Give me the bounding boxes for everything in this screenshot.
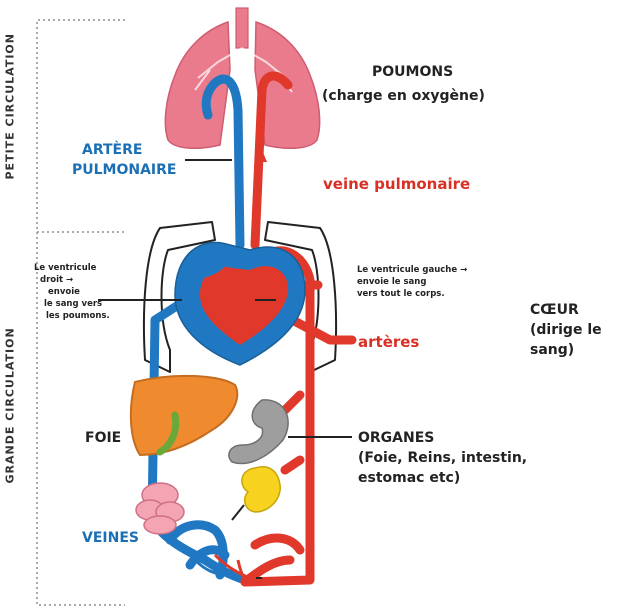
- organes-line: estomac etc): [358, 468, 527, 488]
- ventricule-droit-line: le sang vers: [34, 298, 110, 310]
- label-petite-circulation: PETITE CIRCULATION: [4, 70, 17, 180]
- label-artere-line2: PULMONAIRE: [72, 160, 177, 180]
- liver-icon: [131, 376, 237, 455]
- ventricule-gauche-line: vers tout le corps.: [357, 288, 467, 300]
- stomach-icon: [229, 400, 288, 464]
- heart-icon: [175, 242, 305, 365]
- coeur-line: CŒUR: [530, 300, 602, 320]
- ventricule-droit-line: les poumons.: [34, 310, 110, 322]
- ventricule-gauche-line: envoie le sang: [357, 276, 467, 288]
- organes-line: ORGANES: [358, 428, 527, 448]
- label-artere-line1: ARTÈRE: [82, 140, 142, 160]
- label-veines: VEINES: [82, 528, 139, 548]
- ventricule-gauche-line: Le ventricule gauche →: [357, 264, 467, 276]
- kidney-icon: [242, 467, 280, 512]
- coeur-line: (dirige le: [530, 320, 602, 340]
- ventricule-droit-line: Le ventricule: [34, 262, 110, 274]
- coeur-line: sang): [530, 340, 602, 360]
- label-poumons-title: POUMONS: [372, 62, 453, 82]
- label-ventricule-gauche: Le ventricule gauche → envoie le sang ve…: [357, 264, 467, 300]
- intestine-icon: [136, 483, 184, 534]
- label-arteres: artères: [358, 332, 419, 352]
- organes-line: (Foie, Reins, intestin,: [358, 448, 527, 468]
- label-poumons-sub: (charge en oxygène): [322, 86, 485, 106]
- ventricule-droit-line: droit →: [34, 274, 110, 286]
- label-ventricule-droit: Le ventricule droit → envoie le sang ver…: [34, 262, 110, 322]
- label-organes: ORGANES (Foie, Reins, intestin, estomac …: [358, 428, 527, 488]
- ventricule-droit-line: envoie: [34, 286, 110, 298]
- ureter-line: [232, 505, 244, 520]
- label-coeur: CŒUR (dirige le sang): [530, 300, 602, 360]
- label-grande-circulation: GRANDE CIRCULATION: [4, 350, 17, 484]
- label-foie: FOIE: [85, 428, 121, 448]
- label-veine-pulmonaire: veine pulmonaire: [323, 174, 470, 194]
